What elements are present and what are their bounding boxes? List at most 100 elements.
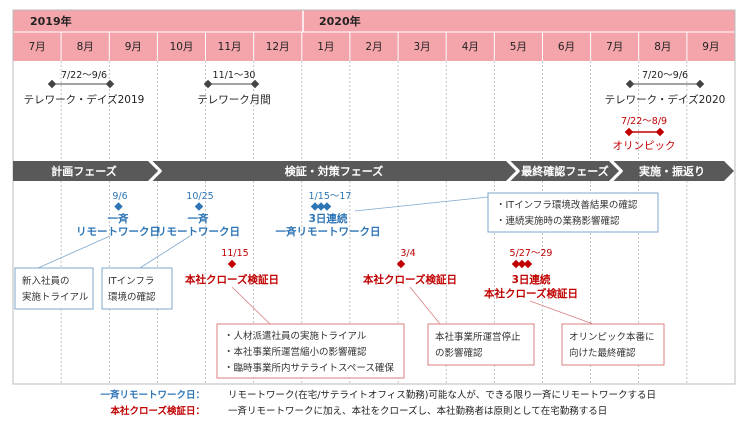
- frame: [12, 9, 736, 385]
- range-start-marker: [47, 79, 57, 89]
- phase-final-check: [510, 161, 619, 181]
- month-label: 10月: [170, 41, 194, 53]
- note-line: ・本社事業所運営縮小の影響確認: [224, 346, 367, 358]
- event-date: 9/6: [112, 191, 127, 202]
- month-label: 8月: [654, 41, 671, 53]
- event-marker: [517, 259, 527, 269]
- event-name: オリンピック: [613, 140, 676, 152]
- note-new-hire: 新入社員の 実施トライアル: [14, 267, 94, 310]
- event-marker: [194, 202, 204, 211]
- event-marker: [316, 202, 326, 211]
- event-marker: [396, 259, 406, 269]
- month-label: 11月: [218, 41, 242, 53]
- blue-event-2: 10/25 一斉 リモートワーク日: [156, 191, 240, 238]
- event-marker: [310, 202, 320, 211]
- legend-term-closure: 本社クローズ検証日：: [110, 405, 205, 417]
- month-label: 12月: [266, 41, 290, 53]
- telework-days-2019: 7/22～9/6 テレワーク・デイズ2019: [24, 70, 145, 106]
- month-label: 9月: [125, 41, 142, 53]
- event-label: 本社クローズ検証日: [484, 287, 578, 300]
- note-it-improve: ・ITインフラ環境改善結果の確認 ・連続実施時の業務影響確認: [487, 192, 659, 233]
- connector-olympic-check: [529, 300, 594, 325]
- connector-new-hire: [37, 235, 111, 269]
- phase-label-execution: 実施・振返り: [639, 164, 705, 178]
- month-label: 3月: [414, 41, 431, 53]
- month-label: 6月: [558, 41, 575, 53]
- event-marker: [114, 202, 123, 211]
- event-date: 11/1～30: [213, 70, 256, 81]
- legend-desc-closure: 一斉リモートワークに加え、本社をクローズし、本社勤務者は原則として在宅勤務する日: [228, 405, 607, 417]
- event-date: 7/22～9/6: [61, 70, 107, 81]
- month-label: 7月: [29, 41, 46, 53]
- event-date: 7/20～9/6: [642, 70, 688, 81]
- month-header: 7月 8月 9月 10月 11月 12月 1月 2月 3月 4月 5月 6月 7月 8月 9月: [29, 32, 719, 61]
- event-label: 本社クローズ検証日: [363, 273, 457, 286]
- legend-desc-remote: リモートワーク(在宅/サテライトオフィス勤務)可能な人が、できる限り一斉にリモー…: [228, 389, 656, 401]
- range-start-marker: [203, 79, 213, 89]
- range-end-marker: [105, 79, 115, 89]
- month-label: 1月: [317, 41, 334, 53]
- note-line: 実施トライアル: [22, 291, 89, 303]
- event-date: 3/4: [400, 248, 415, 259]
- event-name: テレワーク・デイズ2020: [605, 93, 726, 106]
- red-event-1: 11/15 本社クローズ検証日: [185, 248, 279, 286]
- note-line: 新入社員の: [22, 275, 70, 287]
- note-line: 環境の確認: [108, 291, 156, 303]
- telework-month: 11/1～30 テレワーク月間: [197, 70, 271, 106]
- blue-event-3: 1/15～17 3日連続 一斉リモートワーク日: [276, 191, 381, 238]
- event-name: テレワーク月間: [197, 94, 271, 106]
- event-marker: [511, 259, 521, 269]
- month-label: 2月: [365, 41, 382, 53]
- connector-office-stop: [409, 286, 441, 325]
- note-line: ・連続実施時の業務影響確認: [496, 215, 620, 227]
- note-line: 向けた最終確認: [569, 347, 636, 359]
- event-marker: [227, 259, 237, 269]
- event-label: リモートワーク日: [156, 226, 240, 238]
- connector-it-improve: [354, 196, 489, 212]
- range-start-marker: [624, 127, 634, 137]
- blue-event-1: 9/6 一斉 リモートワーク日: [76, 191, 160, 238]
- year-label-2020: 2020年: [319, 14, 361, 28]
- note-line: ITインフラ: [108, 276, 154, 287]
- note-line: の影響確認: [435, 347, 483, 359]
- year-header-bar: [13, 10, 735, 32]
- note-olympic-check: オリンピック本番に 向けた最終確認: [561, 323, 665, 366]
- month-header-bar: [13, 32, 735, 61]
- event-date: 5/27～29: [510, 248, 553, 259]
- event-label: 一斉: [188, 212, 209, 225]
- month-label: 7月: [606, 41, 623, 53]
- phase-bar: 計画フェーズ 検証・対策フェーズ 最終確認フェーズ 実施・振返り: [13, 160, 734, 182]
- phase-label-verification: 検証・対策フェーズ: [285, 164, 383, 178]
- event-marker: [523, 259, 533, 269]
- legend-term-remote: 一斉リモートワーク日：: [100, 389, 205, 401]
- connector-dispatch: [231, 286, 271, 325]
- note-it-infra: ITインフラ 環境の確認: [101, 267, 173, 310]
- event-label: 一斉リモートワーク日: [276, 225, 381, 238]
- range-end-marker: [695, 79, 705, 89]
- red-event-2: 3/4 本社クローズ検証日: [363, 248, 457, 286]
- note-line: オリンピック本番に: [569, 331, 655, 343]
- event-name: テレワーク・デイズ2019: [24, 93, 145, 106]
- note-line: ・人材派遣社員の実施トライアル: [224, 330, 367, 342]
- month-label: 5月: [510, 41, 527, 53]
- red-event-3: 5/27～29 3日連続 本社クローズ検証日: [484, 248, 578, 300]
- phase-label-planning: 計画フェーズ: [51, 164, 116, 178]
- event-label: 3日連続: [512, 273, 551, 286]
- event-label: 3日連続: [309, 212, 348, 225]
- range-end-marker: [250, 79, 260, 89]
- phase-label-final-check: 最終確認フェーズ: [521, 164, 608, 178]
- range-end-marker: [655, 127, 665, 137]
- event-date: 1/15～17: [309, 191, 352, 202]
- month-label: 8月: [77, 41, 94, 53]
- event-date: 11/15: [221, 248, 248, 259]
- telework-days-2020: 7/20～9/6 テレワーク・デイズ2020: [605, 70, 726, 106]
- event-label: リモートワーク日: [76, 226, 160, 238]
- year-label-2019: 2019年: [30, 14, 72, 28]
- event-label: 本社クローズ検証日: [185, 273, 279, 286]
- month-label: 9月: [702, 41, 719, 53]
- month-label: 4月: [462, 41, 479, 53]
- phase-verification: [152, 161, 516, 181]
- event-label: 一斉: [108, 212, 129, 225]
